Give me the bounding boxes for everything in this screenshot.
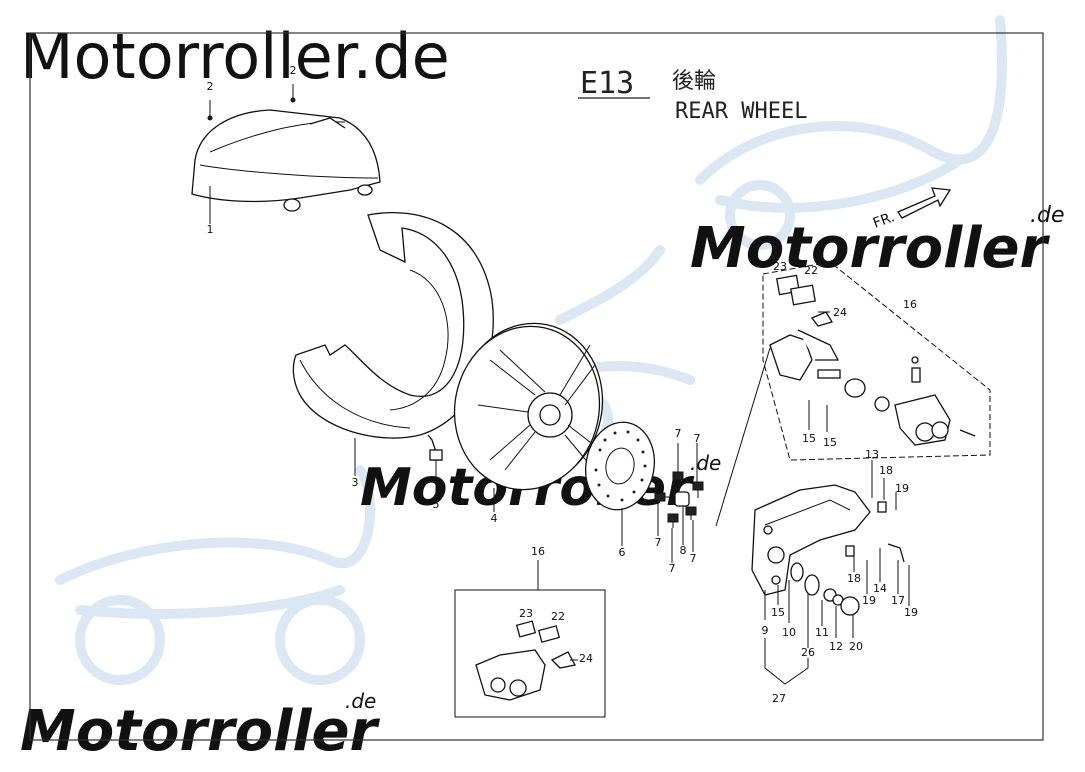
label-part-5: 5 xyxy=(433,498,440,511)
label-part-10: 10 xyxy=(782,626,796,639)
watermark-bottom-left-tld: .de xyxy=(345,689,376,713)
watermark-right: Motorroller xyxy=(690,216,1051,281)
label-part-19a: 19 xyxy=(895,482,909,495)
label-part-4: 4 xyxy=(491,512,498,525)
label-part-15c: 15 xyxy=(771,606,785,619)
screw-2b-icon xyxy=(290,84,296,103)
label-part-15a: 15 xyxy=(802,432,816,445)
disc-bolts xyxy=(654,471,704,528)
diagram-frame xyxy=(29,32,1044,741)
caliper-kit-lower xyxy=(454,560,606,718)
caliper-kit-upper xyxy=(762,261,991,461)
diagram-code: E13 xyxy=(580,66,634,101)
label-part-1: 1 xyxy=(207,223,214,236)
label-part-22a: 22 xyxy=(804,264,818,277)
bolt-icon xyxy=(685,506,697,520)
spacer-icon xyxy=(674,491,690,507)
bolt-icon xyxy=(654,492,676,502)
label-part-23b: 23 xyxy=(519,607,533,620)
label-part-9: 9 xyxy=(762,624,769,637)
bolt-icon xyxy=(667,513,679,528)
label-part-15b: 15 xyxy=(823,436,837,449)
label-part-2b: 2 xyxy=(290,64,297,77)
watermark-top-left: Motorroller.de xyxy=(20,20,450,93)
label-part-16a: 16 xyxy=(903,298,917,311)
label-part-16b: 16 xyxy=(531,545,545,558)
direction-label: FR. xyxy=(871,209,897,231)
label-part-24b: 24 xyxy=(579,652,593,665)
direction-indicator: FR. xyxy=(871,187,952,232)
label-part-18b: 18 xyxy=(847,572,861,585)
label-part-27: 27 xyxy=(772,692,786,705)
brake-disc xyxy=(585,421,655,511)
rear-fender-cover xyxy=(191,109,381,212)
watermark-right-tld: .de xyxy=(1030,203,1065,228)
rear-rim xyxy=(453,322,604,491)
label-part-13: 13 xyxy=(865,448,879,461)
screw-2a-icon xyxy=(207,100,213,121)
label-part-17: 17 xyxy=(891,594,905,607)
label-part-20: 20 xyxy=(849,640,863,653)
label-part-22b: 22 xyxy=(551,610,565,623)
tire-valve xyxy=(427,434,443,461)
rear-tire xyxy=(292,211,494,439)
label-part-19b: 19 xyxy=(862,594,876,607)
label-part-19c: 19 xyxy=(904,606,918,619)
label-part-23a: 23 xyxy=(773,260,787,273)
diagram-title-native: 後輪 xyxy=(672,69,716,94)
label-part-7d: 7 xyxy=(669,562,676,575)
diagram-title-en: REAR WHEEL xyxy=(675,99,807,124)
direction-arrow-icon xyxy=(897,187,952,219)
part-labels: 1 2 2 3 4 5 6 7 7 7 7 7 8 9 10 11 12 13 … xyxy=(207,64,919,705)
label-part-12: 12 xyxy=(829,640,843,653)
caliper-bracket xyxy=(751,484,905,616)
leader-lines xyxy=(209,186,910,685)
label-part-3: 3 xyxy=(352,476,359,489)
watermark-bottom-left: Motorroller xyxy=(20,699,381,764)
label-part-18a: 18 xyxy=(879,464,893,477)
label-part-7b: 7 xyxy=(694,432,701,445)
label-part-24a: 24 xyxy=(833,306,847,319)
label-part-11: 11 xyxy=(815,626,829,639)
label-part-2a: 2 xyxy=(207,80,214,93)
bolt-icon xyxy=(692,481,704,498)
label-part-26: 26 xyxy=(801,646,815,659)
label-part-6: 6 xyxy=(619,546,626,559)
label-part-14: 14 xyxy=(873,582,887,595)
label-part-8: 8 xyxy=(680,544,687,557)
label-part-7e: 7 xyxy=(690,552,697,565)
watermark-center-tld: .de xyxy=(690,451,721,475)
label-part-7c: 7 xyxy=(655,536,662,549)
label-part-7a: 7 xyxy=(675,427,682,440)
